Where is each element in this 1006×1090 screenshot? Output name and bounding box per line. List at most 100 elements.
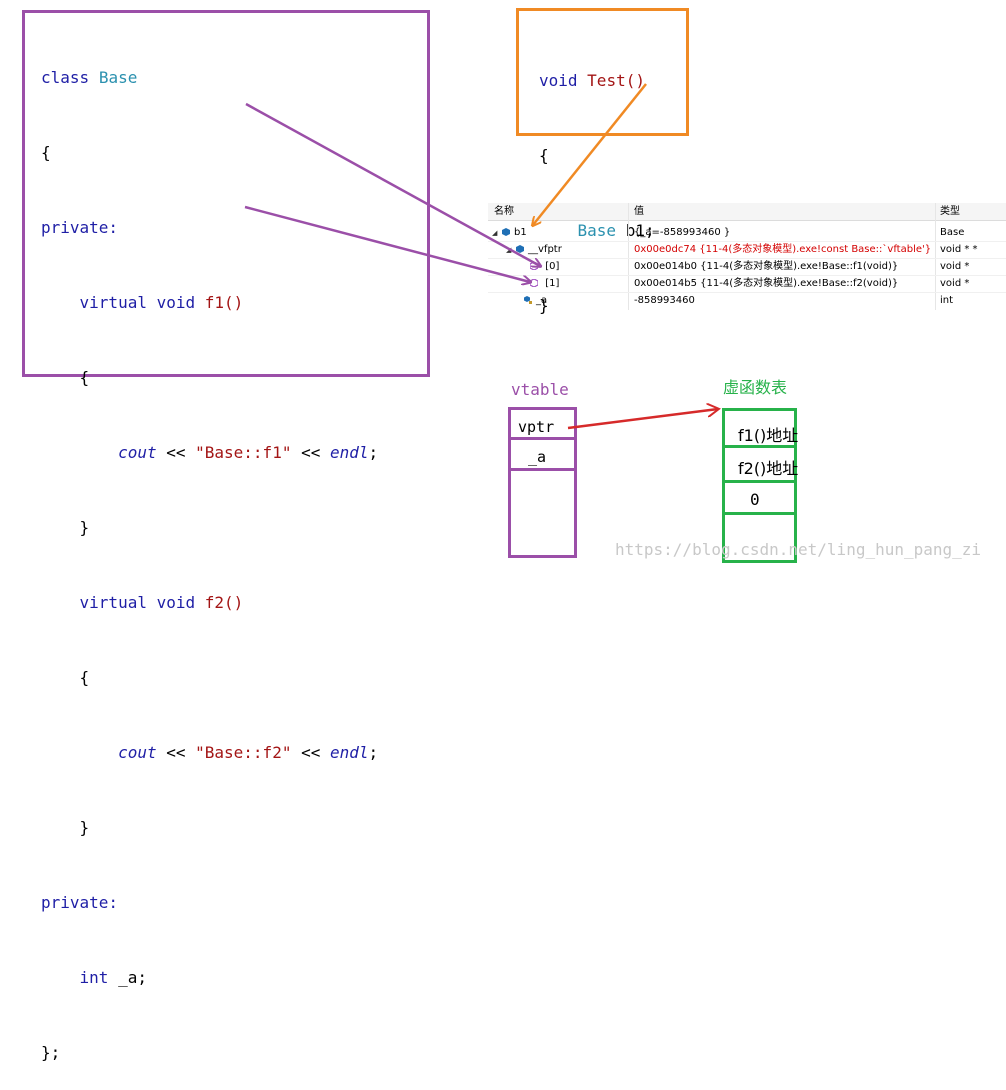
object-layout-divider [508,468,577,471]
column-divider[interactable] [935,203,936,310]
test-line-2: { [539,146,549,165]
watch-type: void * [940,261,970,272]
watch-name: b1 [514,227,527,238]
keyword-int: int [79,968,109,987]
brace: } [79,818,90,837]
code-line-14: }; [41,1043,61,1062]
code-line-11: } [41,815,378,840]
name-cell: ◢ b1 [492,224,527,241]
class-base-box [22,10,430,377]
watch-name: [1] [545,278,560,289]
test-line-1: void Test() [539,68,655,93]
function-f2: f2() [204,593,244,612]
f2-address-cell: f2()地址 [738,459,799,478]
vtable-label: vtable [511,380,569,399]
vfunc-table-label: 虚函数表 [723,378,788,397]
operator: << [156,743,196,762]
operator: << [291,443,330,462]
watch-value: {_a=-858993460 } [634,227,731,238]
member-a: _a; [118,968,147,987]
header-type[interactable]: 类型 [940,206,960,217]
header-value[interactable]: 值 [634,206,644,217]
watch-value: 0x00e014b0 {11-4(多态对象模型).exe!Base::f1(vo… [634,261,899,272]
name-cell: _a [524,292,547,309]
header-name[interactable]: 名称 [494,206,514,217]
arrow-f2-to-slot1 [244,205,530,282]
class-name: Base [98,68,138,87]
endl: endl [329,743,369,762]
column-divider[interactable] [628,203,629,310]
name-cell: [0] [530,258,559,275]
operator: << [291,743,330,762]
code-line-3: private: [41,218,119,237]
test-function-code: void Test() { Base b1; } [539,18,655,343]
name-cell: [1] [530,275,559,292]
brace: { [79,368,90,387]
string-literal: "Base::f2" [195,743,292,762]
object-icon [502,228,510,236]
watch-name: __vfptr [528,244,562,255]
member-a-cell: _a [528,448,547,466]
watch-row-b1[interactable]: ◢ b1 {_a=-858993460 } Base [488,224,1006,242]
brace: } [79,518,90,537]
test-function-box [516,8,689,136]
watch-value: 0x00e014b5 {11-4(多态对象模型).exe!Base::f2(vo… [634,278,899,289]
watch-type: int [940,295,954,306]
code-line-2: { [41,143,51,162]
function-test: Test() [587,71,645,90]
code-line-10: cout << "Base::f2" << endl; [41,740,378,765]
watermark: https://blog.csdn.net/ling_hun_pang_zi [615,540,982,559]
keyword-class: class [41,68,90,87]
cout: cout [118,743,157,762]
arrow-overlay [244,83,1006,430]
arrow-b1-to-watch [533,83,647,225]
watch-row-0[interactable]: [0] 0x00e014b0 {11-4(多态对象模型).exe!Base::f… [488,258,1006,276]
keyword-virtual: virtual [79,293,147,312]
watch-row-1[interactable]: [1] 0x00e014b5 {11-4(多态对象模型).exe!Base::f… [488,275,1006,293]
semicolon: ; [368,443,379,462]
vfunc-table-divider [722,512,797,515]
code-line-1: class Base [41,65,378,90]
vfunc-table [722,408,797,563]
code-line-6: cout << "Base::f1" << endl; [41,440,378,465]
f1-address-cell: f1()地址 [738,426,799,445]
watch-window: 名称 值 类型 ◢ b1 {_a=-858993460 } Base ◢ __vfp… [488,203,1006,310]
keyword-void: void [539,71,578,90]
vfunc-table-divider [722,480,797,483]
code-line-5: { [41,365,378,390]
watch-type: void * * [940,244,978,255]
field-lock-icon [524,296,532,304]
code-line-7: } [41,515,378,540]
code-line-9: { [41,665,378,690]
watch-value: 0x00e0dc74 {11-4(多态对象模型).exe!const Base:… [634,244,932,255]
object-layout-table [508,407,577,558]
keyword-void: void [156,293,196,312]
object-layout-divider [508,437,577,440]
watch-name: [0] [545,261,560,272]
brace: { [79,668,90,687]
operator: << [156,443,196,462]
expand-down-icon[interactable]: ◢ [492,229,498,237]
type-base: Base [577,221,617,240]
watch-type: void * [940,278,970,289]
code-line-8: virtual void f2() [41,590,378,615]
vfunc-table-divider [722,445,797,448]
string-literal: "Base::f1" [195,443,292,462]
test-line-3: Base b1; [539,218,655,243]
endl: endl [329,443,369,462]
cout: cout [118,443,157,462]
variable-b1: b1; [625,221,655,240]
keyword-void: void [156,593,196,612]
watch-type: Base [940,227,965,238]
code-line-4: virtual void f1() [41,290,378,315]
semicolon: ; [368,743,379,762]
vptr-cell: vptr [518,418,555,436]
null-terminator-cell: 0 [750,490,760,509]
watch-value: -858993460 [634,295,695,306]
code-line-12: private: [41,893,119,912]
watch-row-a[interactable]: _a -858993460 int [488,292,1006,309]
watch-header: 名称 值 类型 [488,203,1006,221]
function-f1: f1() [204,293,244,312]
arrow-vptr-to-vfunc-table [567,409,718,430]
object-icon [516,245,524,253]
